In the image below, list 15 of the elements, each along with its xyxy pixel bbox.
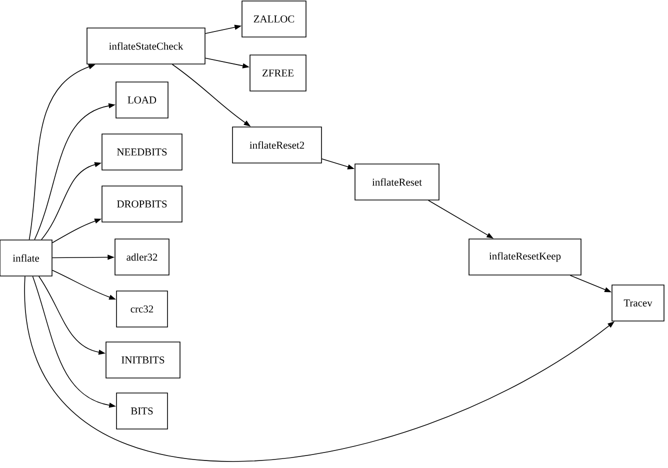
function-box: inflateReset2 <box>232 126 322 164</box>
function-box: Tracev <box>612 284 664 322</box>
function-box: INITBITS <box>106 342 180 378</box>
function-box: inflateStateCheck <box>86 28 206 64</box>
function-box: inflateReset <box>354 164 440 200</box>
function-box: inflateResetKeep <box>468 238 582 276</box>
function-box: inflate <box>0 240 52 276</box>
function-box: LOAD <box>116 82 168 118</box>
function-box: ZFREE <box>250 54 306 92</box>
function-box: BITS <box>116 392 168 430</box>
function-box: DROPBITS <box>102 186 182 222</box>
function-box: NEEDBITS <box>102 134 182 170</box>
function-box: crc32 <box>116 290 168 328</box>
function-box: adler32 <box>114 238 170 276</box>
function-box: ZALLOC <box>242 0 306 38</box>
